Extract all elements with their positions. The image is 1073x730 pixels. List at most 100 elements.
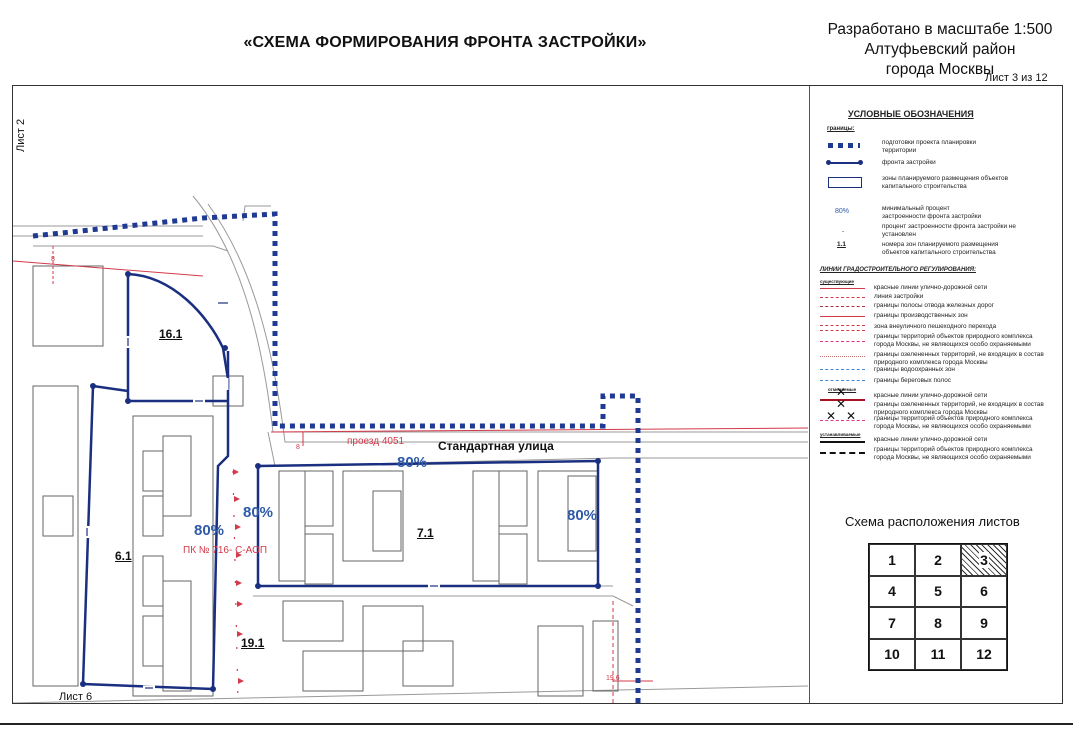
pk-label: ПК № 716- С-АОП [183, 545, 268, 556]
map-drawing [13, 195, 808, 703]
legend-panel: УСЛОВНЫЕ ОБОЗНАЧЕНИЯ границы: подготовки… [809, 86, 1062, 703]
passage-name: проезд 4051 [347, 436, 405, 447]
sheet-cell-8[interactable]: 8 [915, 607, 961, 639]
sheet-cell-label: 6 [980, 583, 988, 600]
sheet-cell-5[interactable]: 5 [915, 575, 961, 607]
legend-text-cancel-nature: границы территорий объектов природного к… [874, 415, 1033, 430]
sheet-cell-12[interactable]: 12 [961, 638, 1007, 670]
sheet-ref-left[interactable]: Лист 2 [15, 118, 27, 152]
legend-text-percent: минимальный процент застроенности фронта… [882, 205, 982, 220]
sheet-cell-4[interactable]: 4 [869, 575, 915, 607]
legend-cancel-cross-icon-2: ✕ [836, 397, 847, 411]
legend-existing-head: существующие [820, 279, 855, 284]
sheet-cell-label: 3 [979, 551, 989, 568]
sheet-cell-label: 5 [934, 583, 942, 600]
legend-text-front: фронта застройки [882, 159, 936, 166]
legend-symbol-establish-nature [820, 452, 865, 454]
legend-text-cancel-green: границы озелененных территорий, не входя… [874, 401, 1044, 416]
sheet-ref-bottom[interactable]: Лист 6 [59, 691, 93, 703]
legend-symbol-not-set: - [842, 228, 845, 235]
scale-info: Разработано в масштабе 1:500 Алтуфьевски… [820, 20, 1060, 80]
sheet-layout-title: Схема расположения листов [845, 514, 1020, 529]
legend-symbol-percent: 80% [835, 208, 850, 215]
legend-title: УСЛОВНЫЕ ОБОЗНАЧЕНИЯ [848, 109, 974, 119]
front-gap-ticks [86, 302, 438, 689]
legend-symbol-building-line [820, 297, 865, 298]
legend-lines-head: ЛИНИИ ГРАДОСТРОИТЕЛЬНОГО РЕГУЛИРОВАНИЯ: [820, 267, 976, 273]
legend-symbol-red-lines [820, 288, 865, 289]
legend-text-water: границы водоохранных зон [874, 366, 955, 373]
legend-text-shore: границы береговых полос [874, 377, 951, 384]
legend-text-establish-red: красные линии улично-дорожной сети [874, 436, 988, 443]
percent-label-right: 80% [567, 507, 598, 524]
legend-symbol-nature [820, 341, 865, 342]
percent-label-mid: 80% [243, 504, 274, 521]
buildings [32, 265, 619, 697]
sheet-cell-label: 11 [930, 646, 946, 663]
sheet-cell-label: 9 [980, 614, 988, 631]
pk-line [232, 470, 239, 703]
dimension-label-b: 19.6 [606, 675, 620, 682]
dimension-label-a: 8 [51, 256, 55, 263]
legend-text-green: границы озелененных территорий, не входя… [874, 351, 1044, 366]
scale-line-1: Разработано в масштабе 1:500 [827, 21, 1053, 38]
sheet-cell-label: 4 [888, 583, 896, 600]
legend-cancel-cross-icon-4: ✕ [846, 409, 857, 423]
sheet-cell-label: 2 [934, 551, 942, 568]
street-name: Стандартная улица [438, 439, 554, 453]
sheet-cell-label: 10 [884, 646, 900, 663]
legend-symbol-cancel-nature [820, 420, 865, 421]
percent-label-top: 80% [397, 454, 428, 471]
sheet-cell-label: 8 [934, 614, 942, 631]
sheet-cell-label: 7 [888, 614, 896, 631]
scale-line-2: Алтуфьевский район [864, 41, 1016, 58]
zone-label-16-1[interactable]: 16.1 [159, 327, 183, 341]
project-boundary [32, 211, 641, 703]
sheet-number: Лист 3 из 12 [985, 72, 1048, 84]
legend-symbol-water [820, 369, 865, 370]
zone-label-6-1[interactable]: 6.1 [115, 549, 132, 563]
legend-borders-head: границы: [827, 126, 855, 132]
frame-border-left [12, 85, 13, 703]
red-lines [13, 246, 808, 703]
sheet-layout-grid: 1 2 3 4 5 6 7 8 9 10 11 12 [868, 543, 1008, 671]
sheet-cell-10[interactable]: 10 [869, 638, 915, 670]
legend-cancel-head: отменяемые [828, 387, 857, 392]
legend-symbol-production [820, 316, 865, 317]
legend-symbol-front [828, 162, 860, 164]
legend-text-red-lines: красные линии улично-дорожной сети [874, 284, 988, 291]
legend-text-nature: границы территорий объектов природного к… [874, 333, 1033, 348]
legend-symbol-cancel-red [820, 399, 865, 401]
legend-symbol-front-node-a [826, 160, 831, 165]
legend-text-railway: границы полосы отвода железных дорог [874, 302, 995, 309]
sheet-cell-label: 1 [888, 551, 896, 568]
legend-symbol-establish-red [820, 441, 865, 443]
legend-symbol-green [820, 356, 865, 357]
scale-line-3: города Москвы [885, 61, 995, 78]
zone-label-19-1[interactable]: 19.1 [241, 636, 265, 650]
zone-label-7-1[interactable]: 7.1 [417, 526, 434, 540]
legend-text-pedestrian: зона внеуличного пешеходного перехода [874, 323, 997, 330]
sheet-cell-11[interactable]: 11 [915, 638, 961, 670]
sheet-cell-2[interactable]: 2 [915, 544, 961, 576]
sheet-cell-6[interactable]: 6 [961, 575, 1007, 607]
legend-text-not-set: процент застроенности фронта застройки н… [882, 223, 1016, 238]
sheet-cell-7[interactable]: 7 [869, 607, 915, 639]
road-lines [13, 195, 808, 703]
legend-text-zones: зоны планируемого размещения объектов ка… [882, 175, 1008, 190]
legend-symbol-project-boundary [828, 143, 860, 148]
sheet-cell-3-current[interactable]: 3 [961, 544, 1007, 576]
percent-label-left: 80% [194, 522, 225, 539]
legend-text-number: номера зон планируемого размещения объек… [882, 241, 999, 256]
legend-symbol-railway [820, 306, 865, 307]
sheet-cell-label: 12 [976, 646, 992, 663]
sheet-cell-9[interactable]: 9 [961, 607, 1007, 639]
legend-symbol-number: 1.1 [837, 241, 846, 248]
legend-cancel-cross-icon-3: ✕ [826, 409, 837, 423]
legend-establish-head: устанавливаемые [820, 432, 861, 437]
map-canvas[interactable]: Лист 2 Лист 6 Стандартная улица проезд 4… [13, 86, 808, 703]
legend-text-building-line: линия застройки [874, 293, 924, 300]
legend-symbol-shore [820, 380, 865, 381]
sheet-cell-1[interactable]: 1 [869, 544, 915, 576]
page-title: «СХЕМА ФОРМИРОВАНИЯ ФРОНТА ЗАСТРОЙКИ» [243, 34, 647, 51]
